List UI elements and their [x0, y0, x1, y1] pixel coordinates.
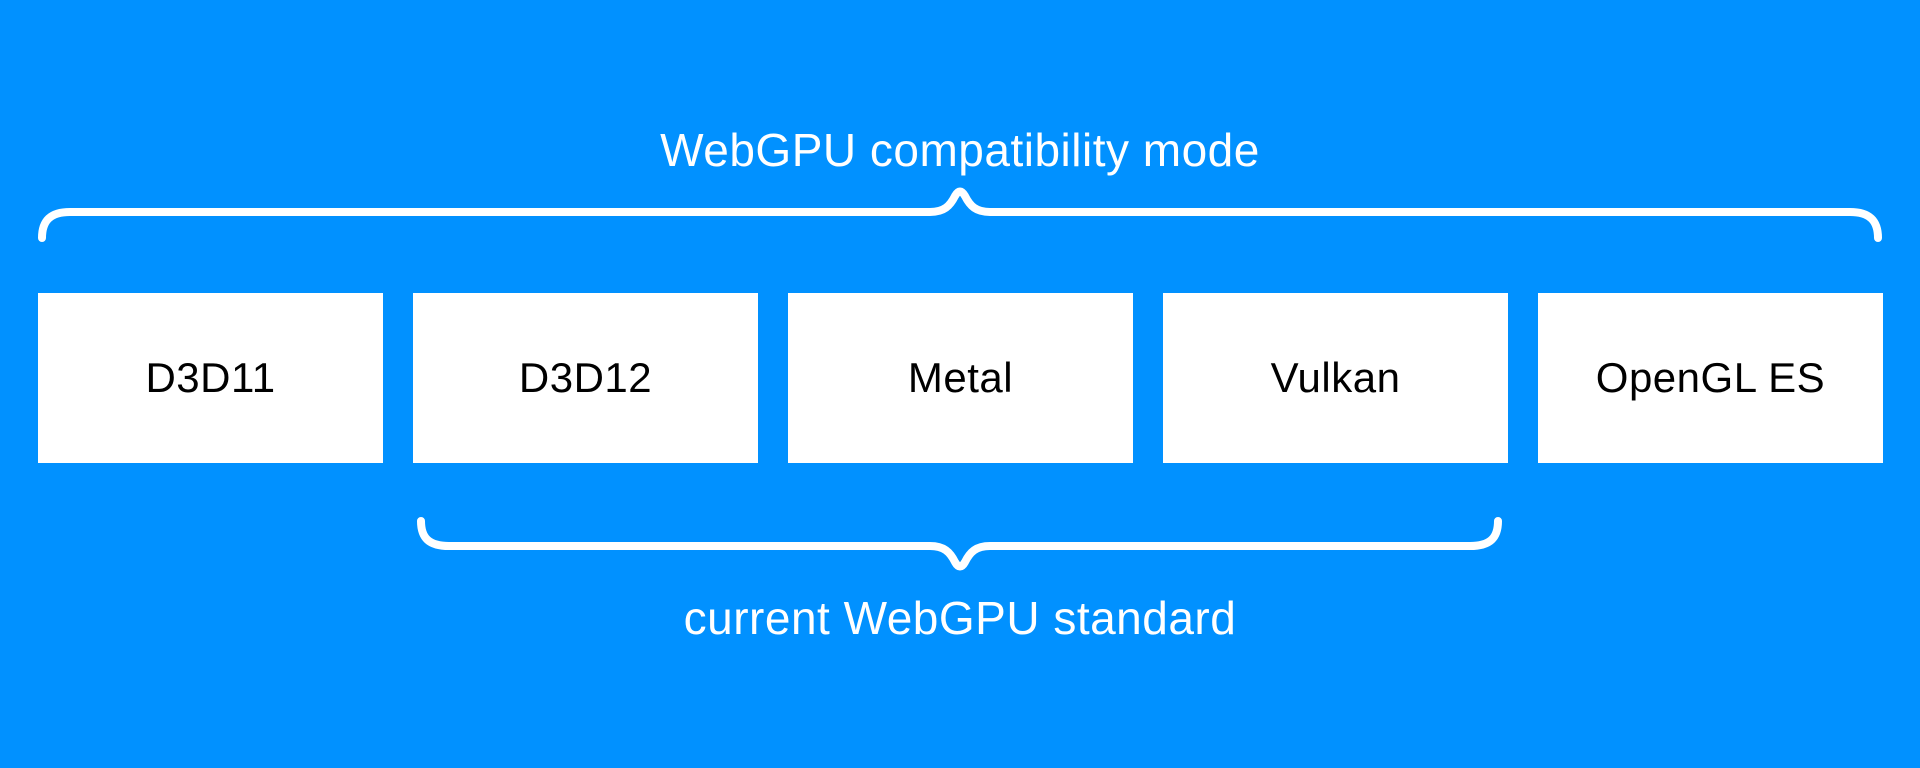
api-box-d3d12: D3D12	[413, 293, 758, 463]
api-box-label: OpenGL ES	[1595, 354, 1826, 401]
api-box-label: D3D11	[145, 354, 276, 401]
api-box-d3d11: D3D11	[38, 293, 383, 463]
api-box-label: Metal	[907, 354, 1014, 401]
api-box-label: Vulkan	[1270, 354, 1401, 401]
top-annotation: WebGPU compatibility mode	[660, 124, 1260, 176]
api-box-label: D3D12	[518, 354, 653, 401]
api-box-opengl-es: OpenGL ES	[1538, 293, 1883, 463]
top-brace-icon	[38, 187, 1882, 242]
api-box-metal: Metal	[788, 293, 1133, 463]
api-boxes-row: D3D11 D3D12 Metal Vulkan OpenGL ES	[38, 293, 1883, 463]
api-box-vulkan: Vulkan	[1163, 293, 1508, 463]
bottom-brace-icon	[417, 517, 1502, 571]
bottom-annotation: current WebGPU standard	[683, 592, 1237, 644]
